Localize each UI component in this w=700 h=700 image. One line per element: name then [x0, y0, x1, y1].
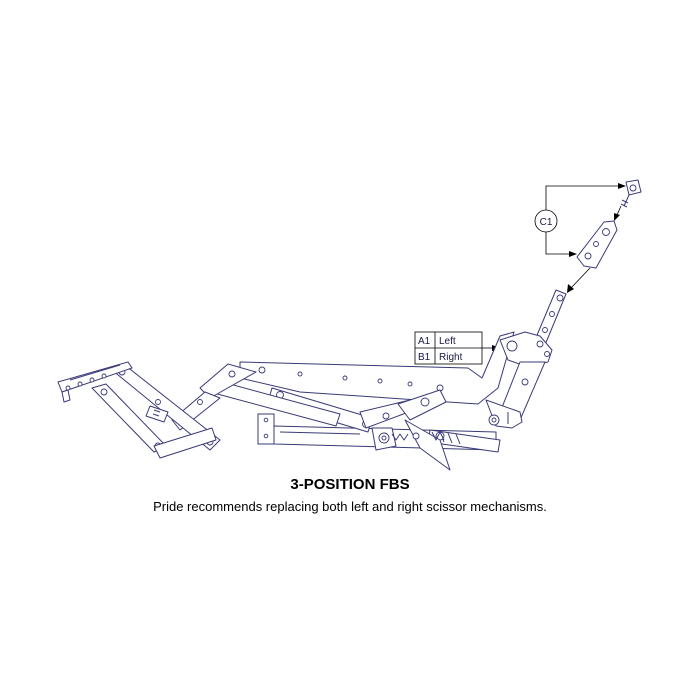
callout-table-a1-b1: A1 Left B1 Right: [414, 331, 500, 365]
callout-a1-label: Left: [439, 336, 456, 347]
footrest-plate: [57, 361, 133, 403]
callout-b1-label: Right: [439, 352, 463, 363]
bolt-part: [620, 179, 642, 208]
main-rail: [239, 331, 515, 405]
callout-a1-code: A1: [418, 336, 431, 347]
bracket-part: [576, 220, 618, 269]
scissor-link-rear: [371, 389, 451, 471]
front-spring: [391, 431, 445, 441]
diagram-title: 3-POSITION FBS: [290, 476, 410, 493]
callout-b1-code: B1: [418, 352, 431, 363]
rear-base-bracket: [485, 399, 523, 429]
footrest-link-lower: [91, 383, 217, 459]
scissor-link-front: [171, 363, 341, 431]
callout-c1-label: C1: [540, 217, 553, 228]
callout-c1: C1: [534, 183, 626, 293]
diagram-subtitle: Pride recommends replacing both left and…: [153, 499, 547, 514]
